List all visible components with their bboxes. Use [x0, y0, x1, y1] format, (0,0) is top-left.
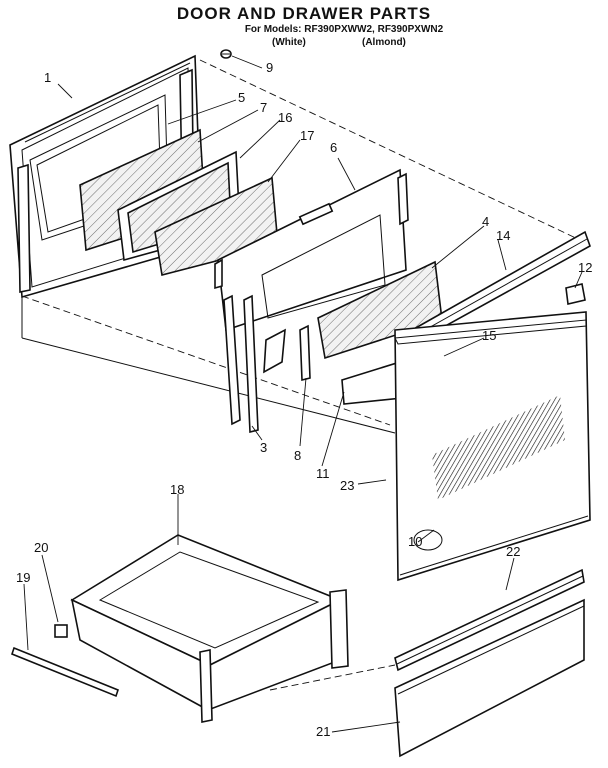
- callout-14: 14: [496, 228, 510, 243]
- drawer-panel-trim: [394, 568, 585, 672]
- callout-11: 11: [316, 466, 330, 481]
- screw-part: [220, 49, 232, 59]
- model-numbers: For Models: RF390PXWW2, RF390PXWN2: [244, 24, 444, 35]
- alignment-lines: [21, 59, 581, 691]
- callout-8: 8: [294, 448, 301, 463]
- callout-16: 16: [278, 110, 292, 125]
- callout-10: 10: [408, 534, 422, 549]
- door-insulation: [341, 360, 403, 405]
- drawer-body: [70, 534, 349, 723]
- callout-4: 4: [482, 214, 489, 229]
- callout-5: 5: [238, 90, 245, 105]
- callout-9: 9: [266, 60, 273, 75]
- callout-7: 7: [260, 100, 267, 115]
- callout-3: 3: [260, 440, 267, 455]
- callout-20: 20: [34, 540, 48, 555]
- callout-17: 17: [300, 128, 314, 143]
- callout-12: 12: [578, 260, 592, 275]
- callout-leaders: [23, 55, 583, 733]
- drawer-front-panel: [394, 598, 585, 758]
- callout-21: 21: [316, 724, 330, 739]
- diagram-title: DOOR AND DRAWER PARTS: [176, 4, 432, 23]
- callout-6: 6: [330, 140, 337, 155]
- finish-white-label: (White): [272, 37, 306, 48]
- callout-1: 1: [44, 70, 51, 85]
- trim-end-cap: [565, 283, 586, 305]
- callout-22: 22: [506, 544, 520, 559]
- drawer-glide-clip: [54, 624, 68, 638]
- callout-labels: 1 5 7 16 17 6 9 4 14 12 15 3 8 11 23 10 …: [16, 60, 592, 739]
- callout-15: 15: [482, 328, 496, 343]
- callout-23: 23: [340, 478, 354, 493]
- door-liner: [214, 168, 409, 434]
- finish-almond-label: (Almond): [362, 37, 406, 48]
- outer-door-panel: [394, 311, 591, 582]
- drawer-slide-rail: [11, 646, 119, 698]
- callout-18: 18: [170, 482, 184, 497]
- callout-19: 19: [16, 570, 30, 585]
- hinge-part: [299, 324, 311, 382]
